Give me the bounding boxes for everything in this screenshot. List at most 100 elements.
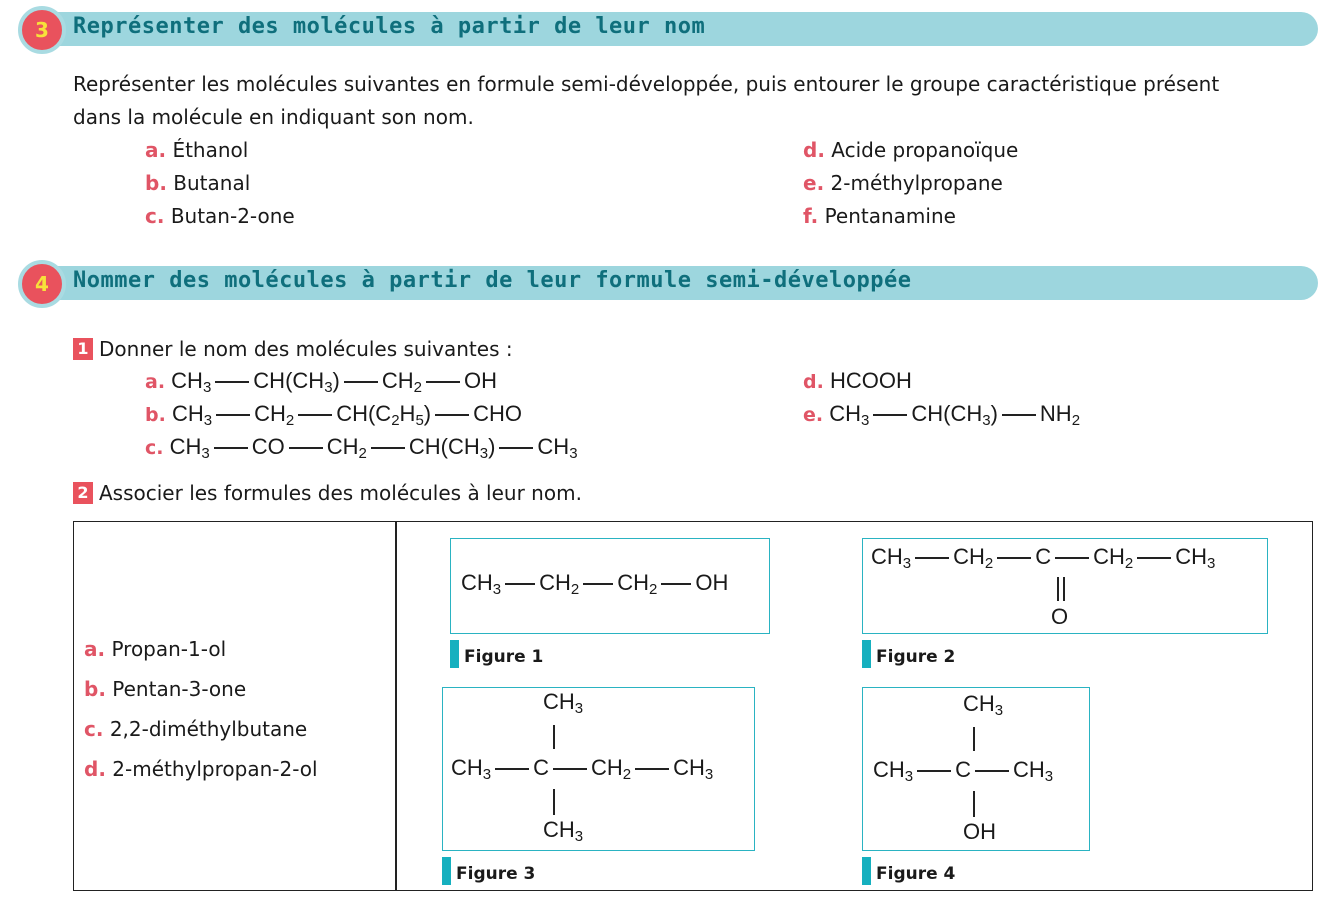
figure-formula: CH3 C CH3: [873, 757, 1053, 785]
molecule-name: d. 2-méthylpropan-2-ol: [84, 753, 318, 786]
instruction-line-1: Représenter les molécules suivantes en f…: [73, 72, 1220, 96]
question-number: 2: [73, 482, 93, 504]
item-text: 2-méthylpropan-2-ol: [112, 757, 318, 781]
question-text: Associer les formules des molécules à le…: [99, 481, 582, 505]
item-text: Pentan-3-one: [112, 677, 247, 701]
formula-group: CH2: [381, 368, 422, 396]
bond: [997, 557, 1032, 559]
bond: [425, 381, 460, 383]
bond: [435, 414, 470, 416]
formula-group: CH3: [871, 544, 912, 572]
item-label: a.: [145, 371, 166, 393]
formula-group: CH3: [461, 570, 502, 598]
formula-group: C: [955, 757, 972, 782]
table-divider: [395, 522, 397, 890]
bond: [661, 583, 692, 585]
formula-group: CH2: [254, 401, 295, 429]
figure-substituent-bottom: OH: [963, 819, 996, 844]
formula-group: CH2: [326, 434, 367, 462]
item-label: f.: [803, 204, 819, 228]
exercise-item: f. Pentanamine: [803, 200, 956, 233]
formula-group: C: [533, 755, 550, 780]
exercise-item: e. 2-méthylpropane: [803, 167, 1003, 200]
item-label: d.: [803, 371, 824, 393]
item-label: a.: [145, 138, 167, 162]
exercise-item: d. Acide propanoïque: [803, 134, 1018, 167]
bond: [343, 381, 378, 383]
exercise-item: c. Butan-2-one: [145, 200, 295, 233]
formula-group: CH3: [537, 434, 578, 462]
bond: [553, 768, 588, 770]
item-label: d.: [803, 138, 825, 162]
figure-caption: Figure 3: [442, 857, 535, 885]
formula-group: CHO: [473, 401, 522, 426]
formula-group: CH3: [673, 755, 714, 783]
formula-group: CH3: [171, 401, 213, 429]
bond: [505, 583, 536, 585]
question-2: 2 Associer les formules des molécules à l…: [73, 477, 582, 510]
figure-caption: Figure 2: [862, 640, 955, 668]
formula-item: d. HCOOH: [803, 368, 912, 394]
bond: [213, 447, 248, 449]
formula-group: CH3: [829, 401, 870, 429]
section-3-badge: 3: [18, 6, 66, 54]
item-text: Butan-2-one: [170, 204, 295, 228]
exercise-item: b. Butanal: [145, 167, 250, 200]
item-label: d.: [84, 757, 106, 781]
bond: [298, 414, 333, 416]
bond: [873, 414, 908, 416]
bond: [216, 414, 251, 416]
formula-group: CH3: [171, 368, 212, 396]
item-label: c.: [145, 437, 164, 459]
bond: [915, 557, 950, 559]
formula-group: CH2: [1093, 544, 1134, 572]
section-3-title: Représenter des molécules à partir de le…: [73, 14, 706, 39]
question-number: 1: [73, 338, 93, 360]
formula-group: OH: [695, 570, 729, 595]
item-text: Éthanol: [172, 138, 249, 162]
section-4-header-bar: [40, 266, 1318, 300]
figure-substituent-bottom: CH3: [543, 817, 584, 845]
formula-group: CH(C2H5): [336, 401, 432, 429]
formula-group: C: [1035, 544, 1052, 569]
item-text: 2-méthylpropane: [830, 171, 1003, 195]
item-label: e.: [803, 171, 825, 195]
bond: [975, 770, 1010, 772]
formula-group: NH2: [1039, 401, 1081, 429]
formula-group: CH3: [1175, 544, 1216, 572]
bond: [973, 791, 975, 817]
figure-substituent-top: CH3: [543, 689, 584, 717]
section-3-header-bar: [40, 12, 1318, 46]
bond: [495, 768, 530, 770]
item-label: a.: [84, 637, 106, 661]
bond: [553, 789, 555, 815]
figure-caption: Figure 4: [862, 857, 955, 885]
formula-group: CH3: [169, 434, 210, 462]
item-text: Butanal: [173, 171, 251, 195]
bond: [583, 583, 614, 585]
bond: [215, 381, 250, 383]
formula-group: CH3: [1013, 757, 1054, 785]
item-text: Acide propanoïque: [831, 138, 1019, 162]
question-text: Donner le nom des molécules suivantes :: [99, 337, 513, 361]
formula-group: CO: [251, 434, 285, 459]
item-label: c.: [84, 717, 104, 741]
formula-group: CH3: [873, 757, 914, 785]
bond: [973, 727, 975, 751]
item-label: b.: [84, 677, 106, 701]
item-text: Propan-1-ol: [111, 637, 227, 661]
double-bond: [1063, 577, 1065, 601]
molecule-name: b. Pentan-3-one: [84, 673, 246, 706]
formula-group: HCOOH: [829, 368, 912, 393]
item-label: e.: [803, 404, 824, 426]
bond: [635, 768, 670, 770]
figure-substituent-top: CH3: [963, 691, 1004, 719]
